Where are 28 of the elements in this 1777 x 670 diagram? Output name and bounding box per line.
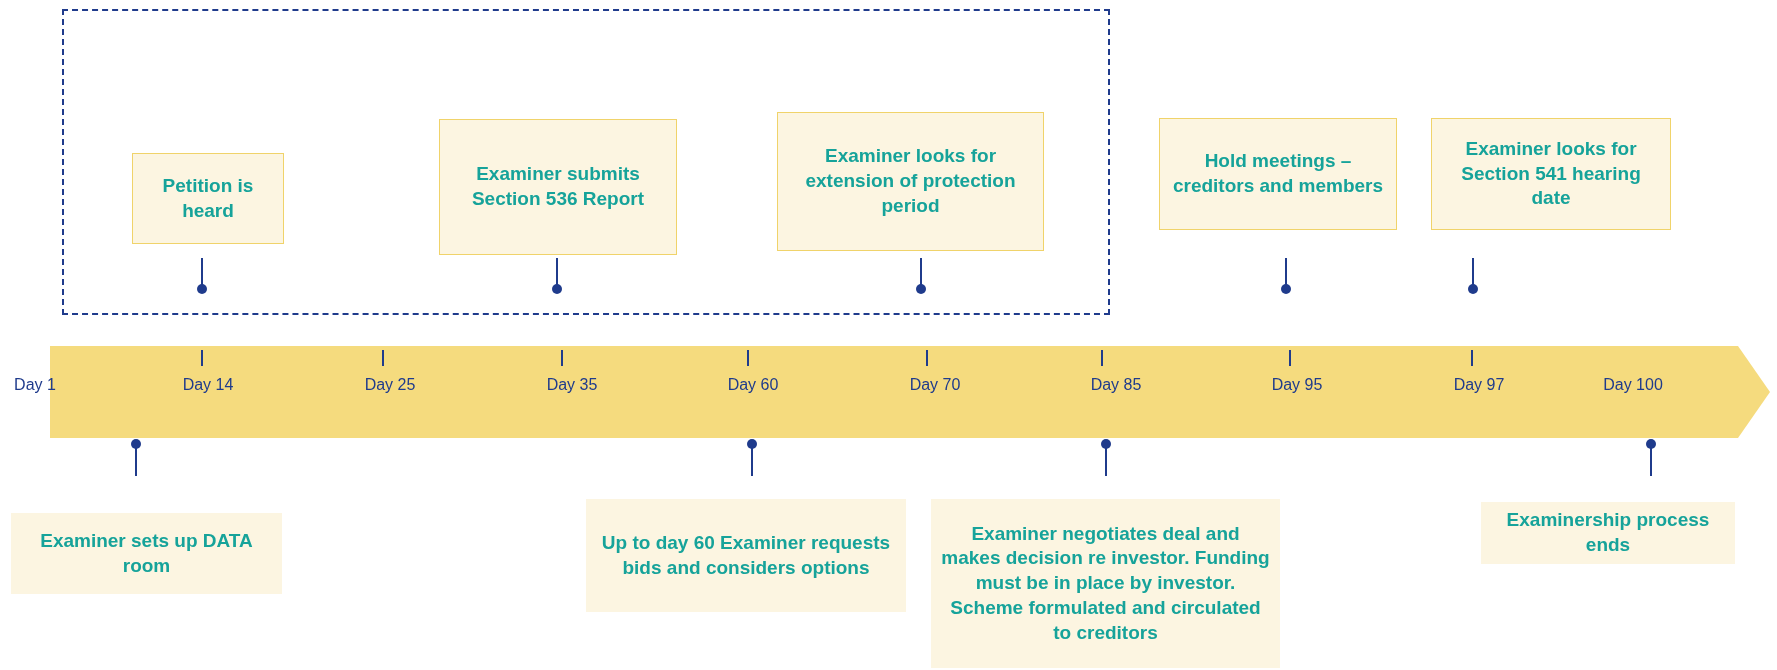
day-label: Day 25 <box>364 376 416 394</box>
day-label: Day 14 <box>182 376 234 394</box>
event-box <box>11 513 282 594</box>
event-box <box>1431 118 1671 230</box>
day-label: Day 70 <box>909 376 961 394</box>
event-box <box>132 153 284 244</box>
event-box <box>586 499 906 612</box>
day-label: Day 95 <box>1271 376 1323 394</box>
event-box <box>931 499 1280 668</box>
event-text: Up to day 60 Examiner requests bids and considers options <box>600 530 892 580</box>
dashed-frame <box>62 9 1110 315</box>
day-label: Day 60 <box>727 376 779 394</box>
event-box <box>1159 118 1397 230</box>
event-text: Hold meetings – creditors and members <box>1171 149 1385 198</box>
day-label: Day 100 <box>1603 376 1663 394</box>
event-text: Examiner looks for Section 541 hearing date <box>1460 136 1642 211</box>
event-box <box>777 112 1044 251</box>
event-text: Examiner submits Section 536 Report <box>470 162 646 211</box>
day-label: Day 85 <box>1090 376 1142 394</box>
event-text: Examiner looks for extension of protection period <box>804 144 1017 218</box>
event-text: Petition is heard <box>161 173 255 223</box>
day-label: Day 97 <box>1453 376 1505 394</box>
event-text: Examinership process ends <box>1505 508 1711 557</box>
event-text: Examiner negotiates deal and makes decision re investor. Funding must be in place by investor. Scheme formulated and circulated to creditors <box>941 521 1270 645</box>
event-box <box>439 119 677 255</box>
event-text: Examiner sets up DATA room <box>39 528 254 578</box>
day-label: Day 35 <box>546 376 598 394</box>
event-box <box>1481 502 1735 564</box>
